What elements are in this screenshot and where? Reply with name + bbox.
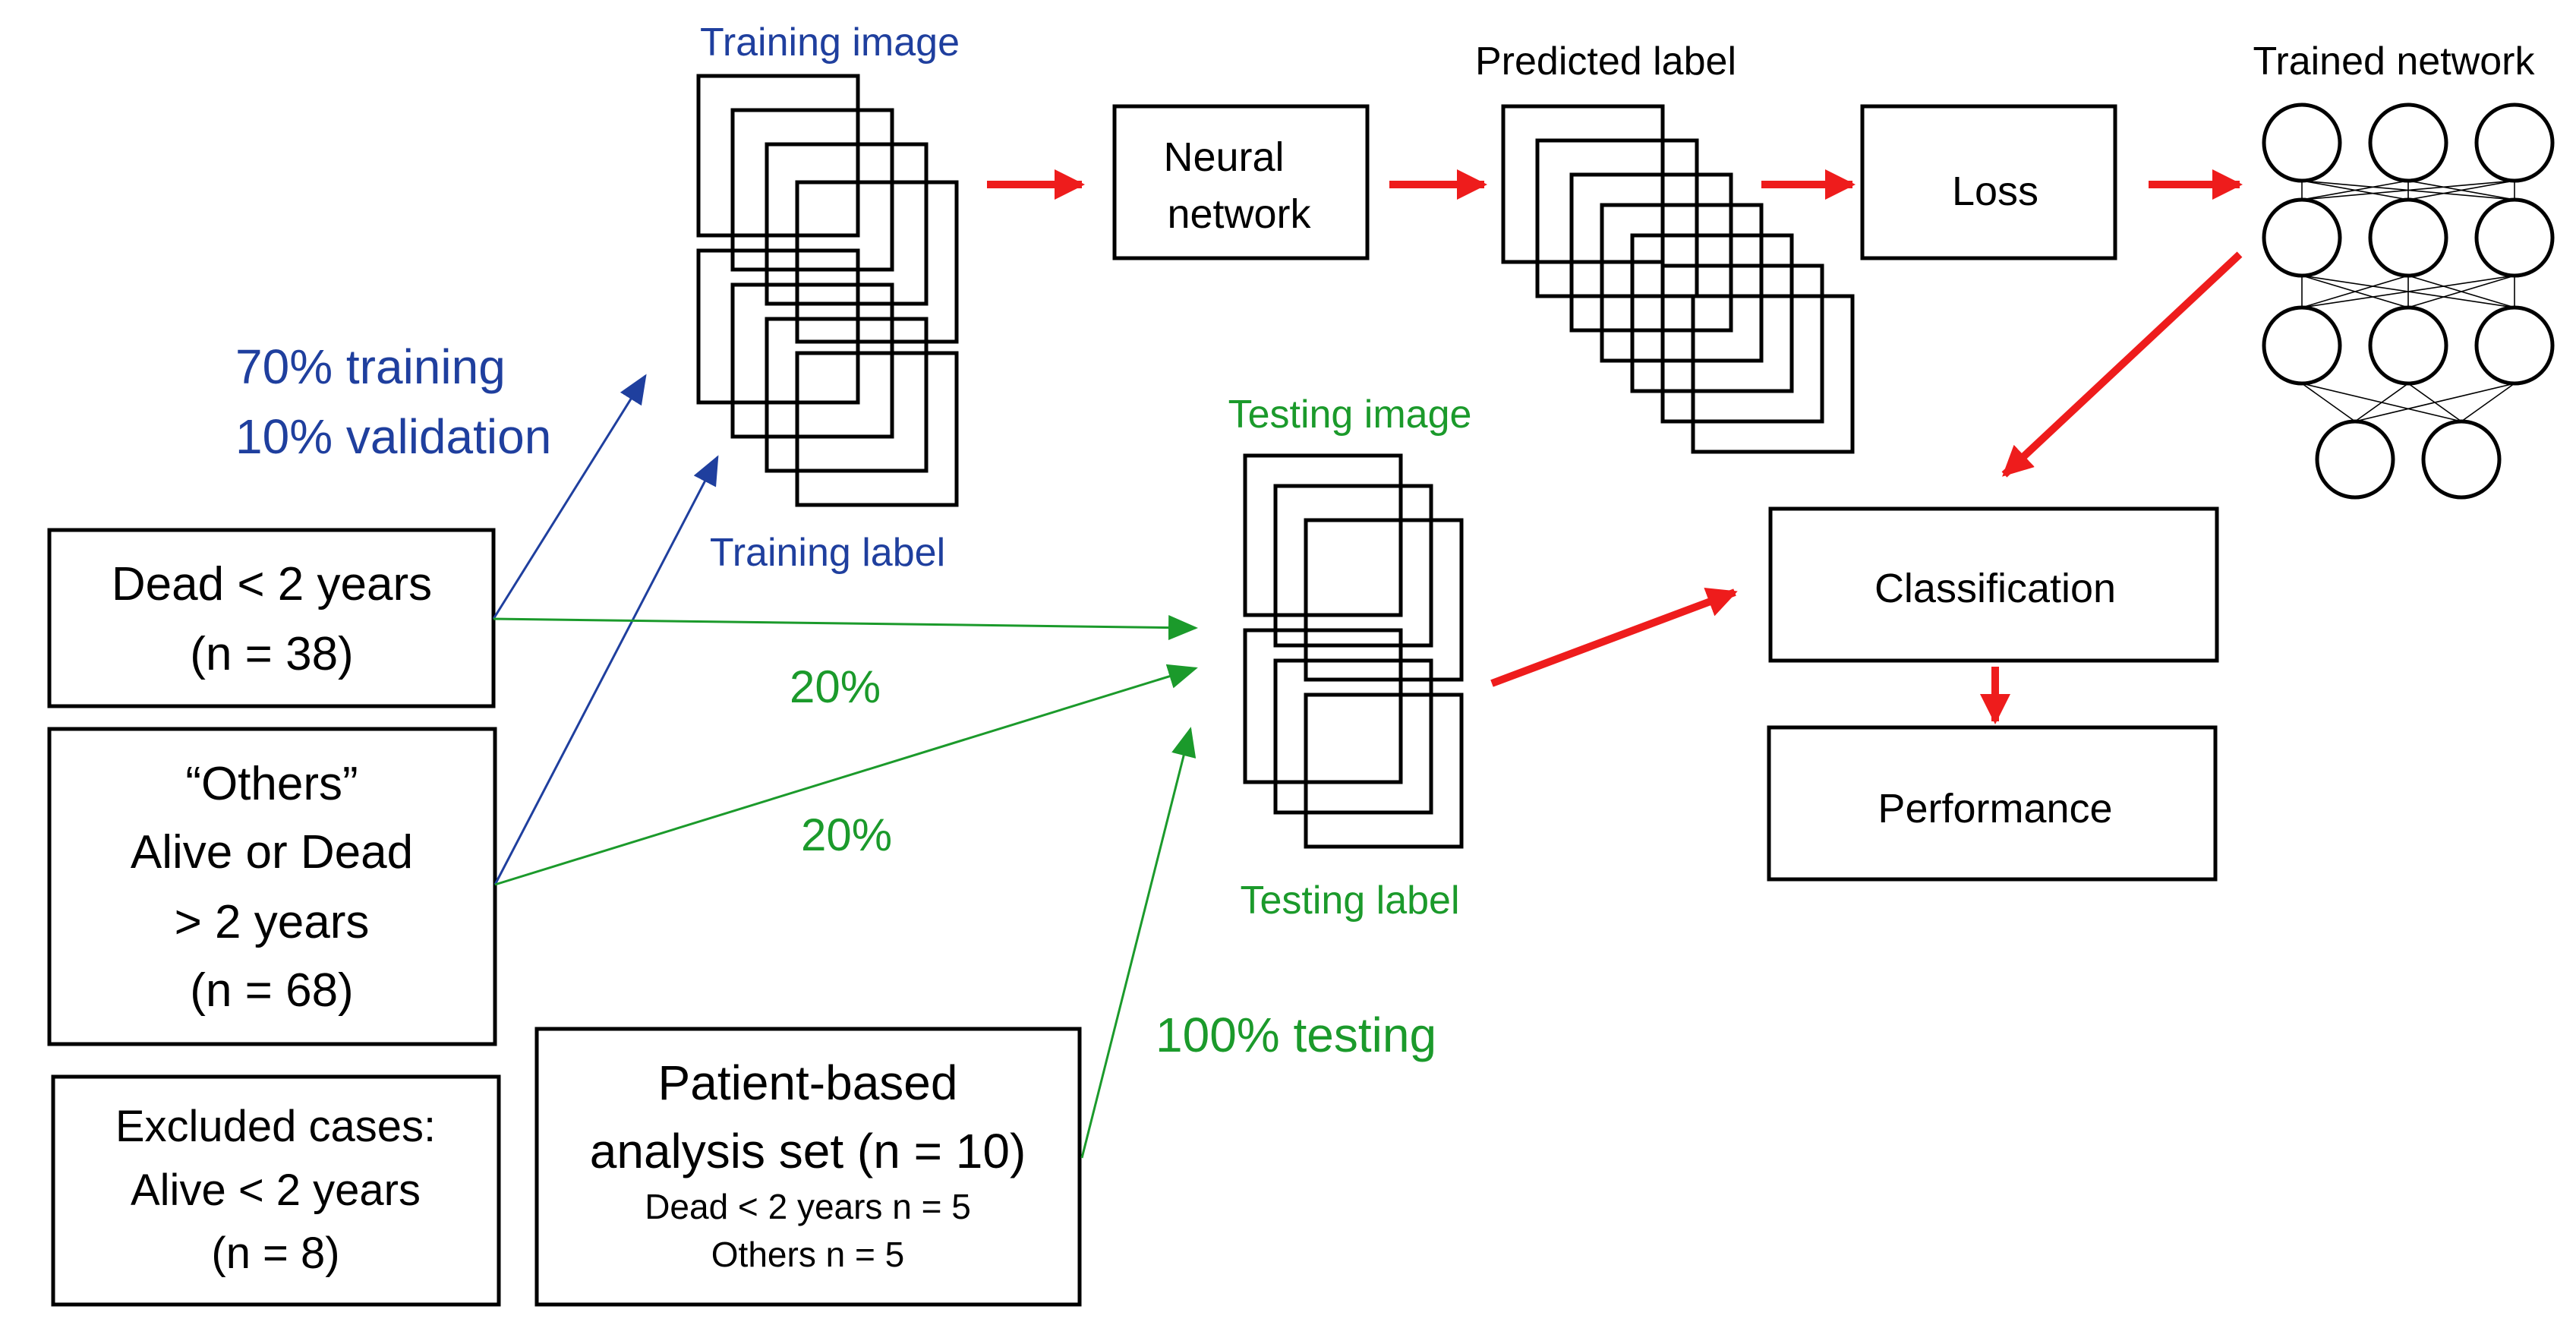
- performance-text: Performance: [1878, 786, 2112, 831]
- loss-box: Loss: [1860, 104, 2117, 260]
- arrow-patient-to-testing: [1080, 727, 1197, 1159]
- red-arrows: [987, 169, 2243, 725]
- testing-label-label: Testing label: [1240, 879, 1459, 923]
- training-label-stack: [696, 248, 959, 507]
- dead-line1: Dead < 2 years: [112, 558, 432, 610]
- network-node: [2474, 305, 2555, 386]
- network-edge: [2301, 180, 2515, 200]
- performance-box: Performance: [1767, 725, 2218, 882]
- train-split-line1: 70% training: [235, 339, 506, 394]
- dead-box: Dead < 2 years (n = 38): [47, 528, 496, 708]
- testing-label-stack: [1243, 628, 1464, 849]
- neural-network-line1: Neural: [1163, 134, 1284, 180]
- network-edge: [2407, 275, 2515, 308]
- blue-arrows: [492, 374, 719, 885]
- training-label-label: Training label: [710, 531, 945, 575]
- training-image-label: Training image: [700, 21, 960, 65]
- classification-box: Classification: [1768, 506, 2219, 663]
- others-box: “Others” Alive or Dead > 2 years (n = 68…: [47, 727, 497, 1046]
- network-edge: [2407, 180, 2515, 200]
- trained-network-label: Trained network: [2253, 39, 2536, 84]
- patient-line2: analysis set (n = 10): [590, 1124, 1026, 1178]
- network-node: [2262, 305, 2342, 386]
- neural-network-line2: network: [1167, 191, 1311, 237]
- arrow-dead-to-testing: [493, 615, 1198, 641]
- train-split-line2: 10% validation: [235, 409, 551, 464]
- network-node: [2368, 305, 2448, 386]
- neural-network-box: Neural network: [1112, 104, 1370, 260]
- arrow-others-to-testing: [494, 664, 1198, 886]
- trained-network-graph: [2262, 103, 2555, 500]
- network-edge: [2301, 383, 2356, 422]
- network-node: [2474, 103, 2555, 183]
- arrow-others-to-training: [493, 455, 719, 885]
- network-edge: [2301, 275, 2409, 308]
- others-line1: “Others”: [185, 758, 358, 810]
- others-line3: > 2 years: [175, 896, 370, 948]
- excluded-line3: (n = 8): [211, 1229, 339, 1278]
- network-node: [2368, 197, 2448, 278]
- network-edge: [2354, 383, 2409, 422]
- excluded-line2: Alive < 2 years: [131, 1166, 421, 1215]
- network-edge: [2301, 180, 2409, 200]
- patient-line1: Patient-based: [658, 1055, 958, 1110]
- test-split-dead: 20%: [790, 661, 881, 712]
- training-image-stack: [696, 74, 959, 344]
- network-node: [2315, 419, 2395, 500]
- excluded-line1: Excluded cases:: [115, 1102, 436, 1151]
- network-edge: [2461, 383, 2515, 422]
- excluded-box: Excluded cases: Alive < 2 years (n = 8): [51, 1074, 501, 1307]
- network-edge: [2301, 275, 2515, 308]
- arrow-testing-to-classification: [1490, 587, 1738, 687]
- dead-line2: (n = 38): [190, 628, 353, 680]
- network-node: [2262, 103, 2342, 183]
- predicted-label-stack: [1501, 104, 1855, 454]
- patient-box: Patient-based analysis set (n = 10) Dead…: [534, 1027, 1082, 1307]
- network-edge: [2354, 383, 2515, 422]
- patient-line3: Dead < 2 years n = 5: [645, 1187, 971, 1226]
- others-line4: (n = 68): [190, 964, 353, 1017]
- predicted-label-label: Predicted label: [1475, 39, 1736, 84]
- loss-text: Loss: [1952, 169, 2038, 214]
- testing-image-label: Testing image: [1228, 393, 1472, 437]
- arrow-trained-to-classification: [2001, 251, 2243, 478]
- network-node: [2368, 103, 2448, 183]
- test-split-others: 20%: [801, 809, 892, 860]
- arrow-dead-to-training: [492, 374, 647, 620]
- patient-line4: Others n = 5: [711, 1235, 904, 1274]
- classification-text: Classification: [1874, 566, 2116, 611]
- others-line2: Alive or Dead: [131, 826, 413, 879]
- network-node: [2474, 197, 2555, 278]
- testing-image-stack: [1243, 453, 1464, 682]
- network-node: [2421, 419, 2502, 500]
- test-split-patient: 100% testing: [1156, 1008, 1436, 1062]
- network-node: [2262, 197, 2342, 278]
- green-arrows: [493, 615, 1198, 1159]
